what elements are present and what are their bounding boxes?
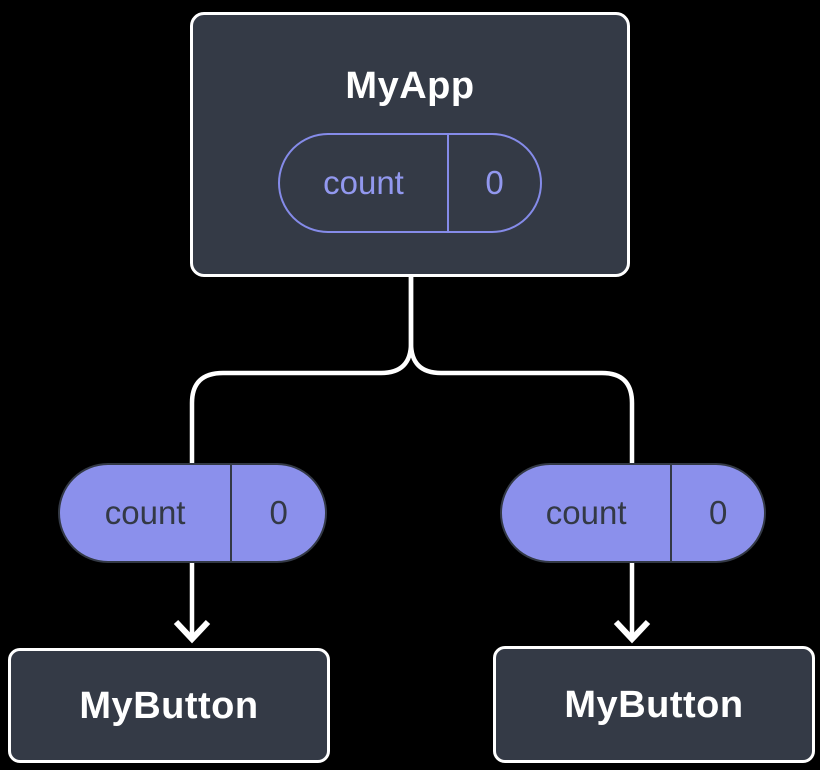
arrow-right-head-icon [613, 619, 651, 644]
component-name-myapp: MyApp [345, 65, 475, 107]
state-name: count [60, 465, 233, 561]
state-value: 0 [708, 494, 728, 531]
component-name-mybutton-left: MyButton [79, 684, 259, 727]
state-value: 0 [269, 494, 288, 531]
state-name: count [502, 465, 673, 561]
component-node-mybutton-left: MyButton [8, 648, 330, 763]
state-pill-root: count 0 [278, 133, 542, 233]
component-node-myapp: MyApp count 0 [190, 12, 630, 277]
arrow-left-head-icon [173, 619, 211, 644]
state-value: 0 [485, 164, 504, 201]
component-node-mybutton-right: MyButton [493, 646, 815, 763]
state-pill-right-child: count 0 [500, 463, 766, 563]
component-name-mybutton-right: MyButton [564, 683, 744, 726]
edge-root-to-left-child [189, 276, 414, 468]
edge-root-to-right-child [408, 276, 635, 468]
state-name: count [280, 135, 449, 231]
state-pill-left-child: count 0 [58, 463, 327, 563]
